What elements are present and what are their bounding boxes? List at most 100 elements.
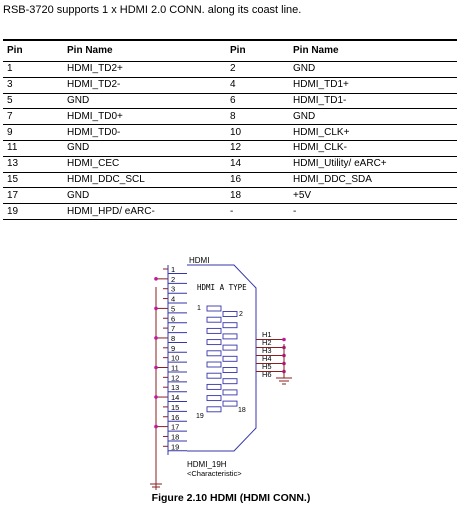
pin-number-label: 3 — [171, 285, 175, 294]
contact-odd — [206, 350, 222, 357]
shield-pin-label: H4 — [262, 354, 272, 363]
inner-label-bottom-right: 18 — [238, 407, 246, 414]
pin-number-label: 18 — [171, 432, 179, 441]
pin-number-label: 7 — [171, 324, 175, 333]
cell-pin-name-even: +5V — [289, 187, 457, 205]
contact-odd — [206, 316, 222, 323]
cell-pin-even: 6 — [226, 93, 289, 110]
pin-number-label: 13 — [171, 383, 179, 392]
cell-pin-even: - — [226, 203, 289, 220]
contact-even — [222, 400, 238, 407]
cell-pin-even: 4 — [226, 77, 289, 94]
cell-pin-even: 16 — [226, 172, 289, 189]
contact-even — [222, 378, 238, 385]
pin-number-label: 2 — [171, 275, 175, 284]
pin-number-label: 12 — [171, 373, 179, 382]
cell-pin-name-odd: HDMI_TD2+ — [63, 61, 226, 78]
cell-pin-even: 2 — [226, 61, 289, 78]
cell-pin-name-odd: HDMI_HPD/ eARC- — [63, 203, 226, 220]
cell-pin-name-even: GND — [289, 108, 457, 126]
pin-number-label: 6 — [171, 314, 175, 323]
cell-pin-name-odd: GND — [63, 187, 226, 205]
contact-odd — [206, 327, 222, 334]
contact-odd — [206, 406, 222, 413]
cell-pin-name-even: HDMI_TD1+ — [289, 77, 457, 94]
contact-even — [222, 333, 238, 340]
figure-caption: Figure 2.10 HDMI (HDMI CONN.) — [151, 492, 311, 504]
pin-number-label: 19 — [171, 442, 179, 451]
cell-pin-odd: 19 — [3, 203, 63, 220]
cell-pin-even: 12 — [226, 140, 289, 157]
cell-pin-odd: 17 — [3, 187, 63, 205]
pin-number-label: 1 — [171, 265, 175, 274]
cell-pin-name-even: HDMI_Utility/ eARC+ — [289, 156, 457, 173]
connector-type-label: HDMI A TYPE — [197, 283, 247, 292]
inner-label-bottom-left: 19 — [196, 413, 204, 420]
cell-pin-name-odd: GND — [63, 140, 226, 157]
junction-dot — [154, 306, 158, 311]
contact-even — [222, 367, 238, 373]
contact-even — [222, 355, 238, 362]
cell-pin-name-odd: HDMI_TD0- — [63, 124, 226, 141]
junction-dot — [154, 395, 158, 399]
cell-pin-odd: 9 — [3, 124, 63, 141]
pin-number-label: 10 — [171, 354, 179, 363]
contact-even — [222, 344, 238, 351]
contact-odd — [206, 372, 222, 379]
contact-odd — [206, 361, 222, 368]
header-pin-2: Pin — [226, 39, 289, 62]
contact-even — [222, 311, 238, 317]
cell-pin-odd: 3 — [3, 77, 63, 94]
shield-pin-label: H1 — [262, 330, 272, 339]
shield-pin-label: H6 — [262, 370, 272, 379]
pin-number-label: 11 — [171, 364, 179, 373]
pin-number-label: 5 — [171, 304, 175, 313]
contact-even — [222, 322, 238, 329]
part-number: HDMI_19H — [187, 460, 227, 469]
cell-pin-even: 10 — [226, 124, 289, 141]
cell-pin-even: 14 — [226, 156, 289, 173]
characteristic-label: <Characteristic> — [187, 469, 242, 478]
cell-pin-name-odd: HDMI_TD0+ — [63, 108, 226, 126]
cell-pin-odd: 5 — [3, 93, 63, 110]
cell-pin-odd: 7 — [3, 108, 63, 126]
pin-number-label: 9 — [171, 344, 175, 353]
cell-pin-name-odd: HDMI_DDC_SCL — [63, 172, 226, 189]
inner-label-top-right: 2 — [239, 311, 243, 318]
inner-contacts — [206, 305, 238, 413]
cell-pin-odd: 11 — [3, 140, 63, 157]
pin-number-label: 8 — [171, 334, 175, 343]
schematic-ref: HDMI — [189, 256, 209, 265]
ground-symbol-right — [276, 377, 292, 385]
header-pin-name-2: Pin Name — [289, 39, 457, 62]
pin-number-label: 17 — [171, 423, 179, 432]
contact-odd — [206, 305, 222, 312]
cell-pin-odd: 13 — [3, 156, 63, 173]
shield-pin-label: H3 — [262, 346, 272, 355]
cell-pin-odd: 15 — [3, 172, 63, 189]
shield-pin-label: H5 — [262, 362, 272, 371]
cell-pin-name-odd: HDMI_CEC — [63, 156, 226, 173]
cell-pin-name-even: - — [289, 203, 457, 220]
contact-odd — [206, 395, 222, 402]
intro-text: RSB-3720 supports 1 x HDMI 2.0 CONN. alo… — [3, 4, 302, 16]
cell-pin-even: 8 — [226, 108, 289, 126]
contact-odd — [206, 383, 222, 390]
cell-pin-name-even: HDMI_CLK- — [289, 140, 457, 157]
cell-pin-name-odd: GND — [63, 93, 226, 110]
pin-number-label: 14 — [171, 393, 179, 402]
cell-pin-name-odd: HDMI_TD2- — [63, 77, 226, 94]
cell-pin-name-even: HDMI_DDC_SDA — [289, 172, 457, 189]
contact-odd — [206, 339, 222, 346]
